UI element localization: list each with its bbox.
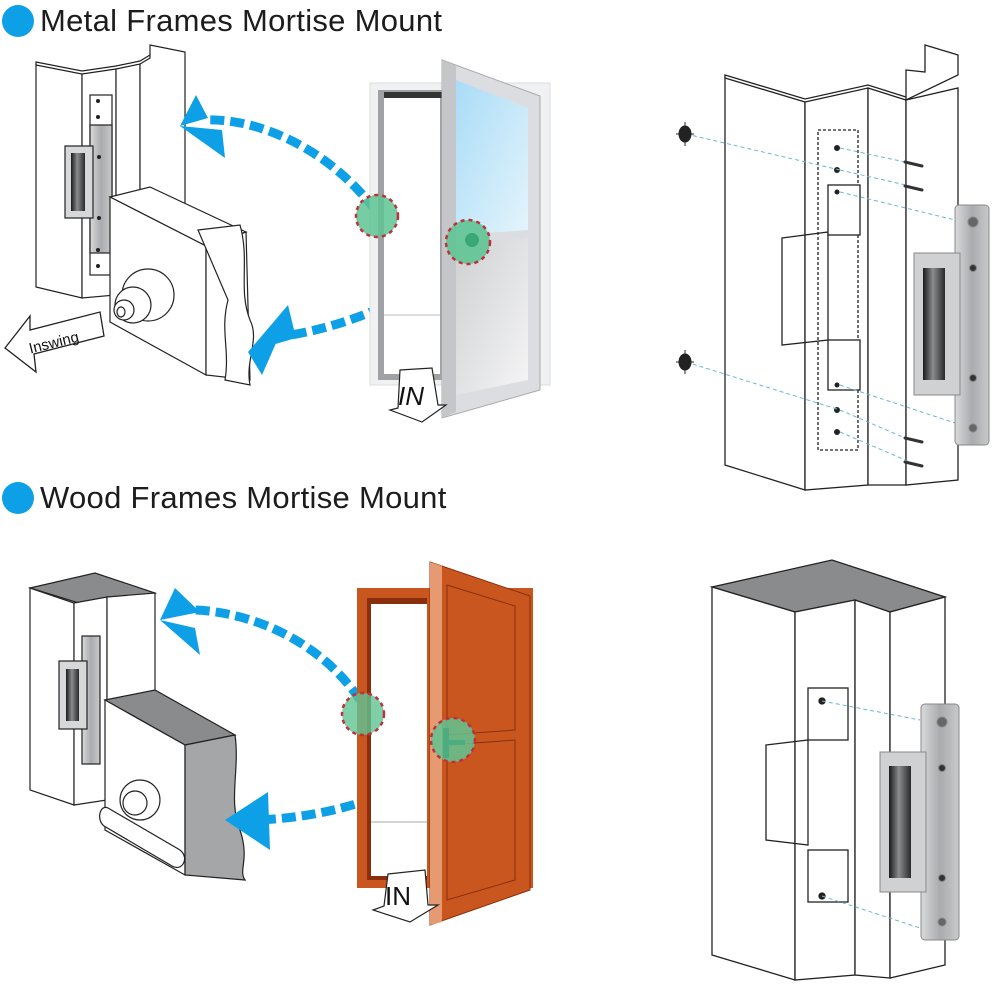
section-heading-metal: Metal Frames Mortise Mount bbox=[2, 3, 442, 39]
blue-dashed-arrow-upper bbox=[180, 95, 379, 213]
strike-highlight-circle bbox=[354, 193, 400, 239]
bullet-dot-icon bbox=[2, 482, 34, 514]
bullet-dot-icon bbox=[2, 5, 34, 37]
electric-strike-illustration bbox=[879, 703, 960, 941]
metal-frame-exploded-view bbox=[724, 44, 959, 491]
section-title: Wood Frames Mortise Mount bbox=[40, 480, 447, 515]
drill-mark-icon bbox=[676, 122, 694, 374]
lever-handle-icon bbox=[443, 728, 465, 758]
strike-highlight-circle bbox=[340, 691, 386, 737]
section-title: Metal Frames Mortise Mount bbox=[40, 3, 443, 38]
lockset-box-illustration bbox=[108, 186, 255, 386]
section-heading-wood: Wood Frames Mortise Mount bbox=[2, 480, 447, 516]
guide-lines bbox=[685, 133, 956, 463]
in-direction-arrow: IN bbox=[387, 367, 448, 423]
inswing-arrow: Inswing bbox=[4, 311, 105, 374]
lever-lockset-box-illustration bbox=[99, 689, 247, 881]
screw-icon bbox=[903, 160, 924, 468]
blue-dashed-arrow-upper bbox=[160, 588, 364, 703]
guide-lines bbox=[821, 700, 921, 929]
in-direction-arrow: IN bbox=[371, 869, 441, 923]
in-label: IN bbox=[398, 381, 424, 411]
electric-strike-illustration bbox=[913, 204, 990, 446]
in-label: IN bbox=[385, 881, 411, 911]
knob-icon bbox=[465, 233, 479, 247]
